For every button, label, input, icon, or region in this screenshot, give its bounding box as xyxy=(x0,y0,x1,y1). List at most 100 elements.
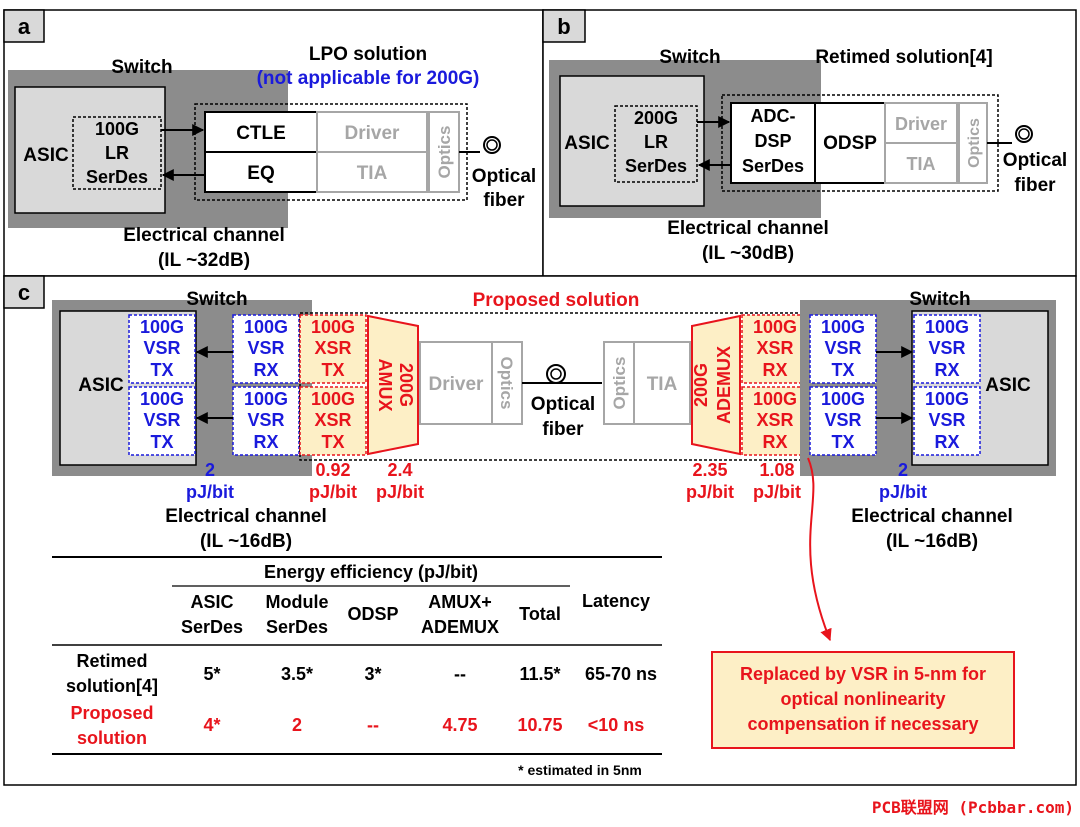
energy-ademux: 2.35 xyxy=(692,460,727,480)
panel-a: a Switch LPO solution (not applicable fo… xyxy=(3,9,544,277)
vsr-tx-left-2: 100G xyxy=(140,389,184,409)
asic-label: ASIC xyxy=(564,133,610,154)
cell: 11.5* xyxy=(519,664,560,684)
channel-label-1: Electrical channel xyxy=(667,218,829,239)
adc-dsp-line2: DSP xyxy=(754,131,791,151)
col-amux-2: ADEMUX xyxy=(421,617,499,637)
fiber-coil-icon xyxy=(483,136,501,154)
row-retimed-label-2: solution[4] xyxy=(66,676,158,696)
vsr-tx-left-1b: VSR xyxy=(143,338,180,358)
watermark: PCB联盟网 (Pcbbar.com) xyxy=(872,798,1074,817)
energy-xsr-rx: 1.08 xyxy=(759,460,794,480)
fiber-label-2: fiber xyxy=(1014,175,1056,196)
switch-label: Switch xyxy=(111,57,172,78)
energy-ademux-unit: pJ/bit xyxy=(686,482,734,502)
vsr-tx-right-1: 100G xyxy=(821,317,865,337)
channel-label-1: Electrical channel xyxy=(123,225,285,246)
channel-label-left-2: (IL ~16dB) xyxy=(200,531,292,552)
vsr-rx-left-1c: RX xyxy=(253,360,278,380)
col-asic-serdes-1: ASIC xyxy=(190,592,233,612)
callout-line2: optical nonlinearity xyxy=(780,689,945,709)
asic-block xyxy=(14,86,166,214)
switch-label: Switch xyxy=(659,47,720,68)
driver-block: Driver xyxy=(429,374,485,395)
vsr-tx-right-1c: TX xyxy=(831,360,854,380)
optics-block: Optics xyxy=(966,118,983,168)
vsr-tx-right-2b: VSR xyxy=(824,410,861,430)
ademux-line1: 200G xyxy=(691,363,711,407)
driver-block: Driver xyxy=(345,123,401,144)
vsr-rx-right-1b: VSR xyxy=(928,338,965,358)
cell: <10 ns xyxy=(588,715,645,735)
cell: 10.75 xyxy=(517,715,562,735)
serdes-line3: SerDes xyxy=(625,156,687,176)
channel-label-2: (IL ~30dB) xyxy=(702,243,794,264)
table-footnote: * estimated in 5nm xyxy=(518,762,642,778)
panel-a-title: LPO solution xyxy=(309,44,427,65)
tia-block: TIA xyxy=(907,154,936,174)
vsr-tx-right-1b: VSR xyxy=(824,338,861,358)
amux-block xyxy=(367,314,419,456)
vsr-tx-right-2c: TX xyxy=(831,432,854,452)
amux-line2: AMUX xyxy=(375,359,395,412)
energy-vsr-left: 2 xyxy=(205,460,215,480)
driver-block: Driver xyxy=(895,114,947,134)
adc-dsp-line1: ADC- xyxy=(751,106,796,126)
vsr-rx-right-2b: VSR xyxy=(928,410,965,430)
asic-label-left: ASIC xyxy=(78,375,124,396)
vsr-tx-right-2: 100G xyxy=(821,389,865,409)
col-asic-serdes-2: SerDes xyxy=(181,617,243,637)
energy-vsr-left-unit: pJ/bit xyxy=(186,482,234,502)
cell: 3.5* xyxy=(281,664,313,684)
callout-line1: Replaced by VSR in 5-nm for xyxy=(740,664,986,684)
energy-xsr-rx-unit: pJ/bit xyxy=(753,482,801,502)
optics-block-left: Optics xyxy=(497,357,516,410)
vsr-rx-left-2c: RX xyxy=(253,432,278,452)
xsr-tx-2b: XSR xyxy=(314,410,351,430)
adc-dsp-line3: SerDes xyxy=(742,156,804,176)
fiber-label-1: Optical xyxy=(1003,150,1067,171)
cell: -- xyxy=(454,664,466,684)
cell: 4* xyxy=(203,715,220,735)
vsr-rx-right-1c: RX xyxy=(934,360,959,380)
vsr-rx-right-1: 100G xyxy=(925,317,969,337)
panel-a-tag: a xyxy=(18,14,31,39)
serdes-line3: SerDes xyxy=(86,167,148,187)
vsr-tx-left-1: 100G xyxy=(140,317,184,337)
serdes-line2: LR xyxy=(644,132,668,152)
panel-c: c Proposed solution Switch ASIC 100G VSR… xyxy=(3,275,1077,786)
fiber-label-1: Optical xyxy=(531,394,595,415)
tia-block: TIA xyxy=(357,163,388,184)
xsr-tx-1c: TX xyxy=(321,360,344,380)
col-module-serdes-2: SerDes xyxy=(266,617,328,637)
vsr-tx-left-2b: VSR xyxy=(143,410,180,430)
xsr-rx-1b: XSR xyxy=(756,338,793,358)
energy-table: Energy efficiency (pJ/bit) ASIC SerDes M… xyxy=(52,556,662,778)
switch-label-left: Switch xyxy=(186,289,247,310)
channel-label-left-1: Electrical channel xyxy=(165,506,327,527)
tia-block: TIA xyxy=(647,374,678,395)
eq-block: EQ xyxy=(247,163,274,184)
row-proposed-label-2: solution xyxy=(77,728,147,748)
energy-xsr-tx: 0.92 xyxy=(315,460,350,480)
row-proposed-label-1: Proposed xyxy=(70,703,153,723)
energy-xsr-tx-unit: pJ/bit xyxy=(309,482,357,502)
col-odsp: ODSP xyxy=(347,604,398,624)
vsr-tx-left-1c: TX xyxy=(150,360,173,380)
col-amux-1: AMUX+ xyxy=(428,592,492,612)
channel-label-2: (IL ~32dB) xyxy=(158,250,250,271)
panel-a-subtitle: (not applicable for 200G) xyxy=(257,68,480,89)
cell: 2 xyxy=(292,715,302,735)
fiber-label-1: Optical xyxy=(472,166,536,187)
fiber-label-2: fiber xyxy=(483,190,525,211)
retimed-module-outline xyxy=(721,94,999,192)
callout-box xyxy=(711,651,1015,749)
fiber-coil-icon xyxy=(1015,125,1033,143)
odsp-block: ODSP xyxy=(823,133,877,154)
col-module-serdes-1: Module xyxy=(266,592,329,612)
xsr-rx-1c: RX xyxy=(762,360,787,380)
callout-line3: compensation if necessary xyxy=(747,714,978,734)
table-group-header: Energy efficiency (pJ/bit) xyxy=(264,562,478,582)
vsr-tx-left-2c: TX xyxy=(150,432,173,452)
